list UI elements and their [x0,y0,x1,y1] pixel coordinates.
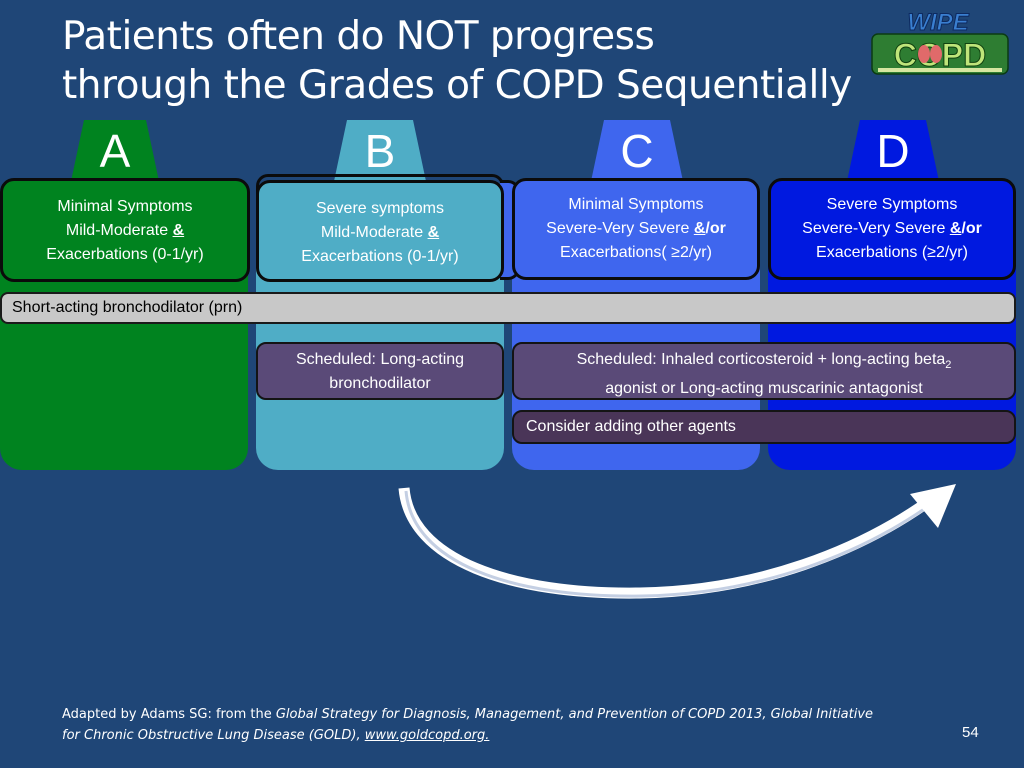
citation: Adapted by Adams SG: from the Global Str… [62,704,873,746]
scheduled-b-line-1: Scheduled: Long-acting [295,351,465,368]
page-number: 54 [962,724,979,741]
grade-c-letter: C [620,125,654,177]
grade-b-description: Severe symptoms Mild-Moderate & Exacerba… [256,180,504,282]
grade-c-exacerbations: Exacerbations( ≥2/yr) [560,244,712,261]
grade-d-tab: D [846,120,940,186]
scheduled-long-acting-box: Scheduled: Long-acting bronchodilator [256,342,504,400]
consider-other-agents-box: Consider adding other agents [512,410,1016,444]
short-acting-bronchodilator-band: Short-acting bronchodilator (prn) [0,292,1016,324]
grade-c-symptoms: Minimal Symptoms [568,196,704,213]
grade-c-conjunction-and: & [693,220,706,237]
scheduled-b-line-2: bronchodilator [329,375,431,392]
citation-organization: for Chronic Obstructive Lung Disease (GO… [62,728,365,743]
grade-a-description: Minimal Symptoms Mild-Moderate & Exacerb… [0,178,250,282]
grade-b-symptoms: Severe symptoms [315,200,445,217]
slide-title: Patients often do NOT progress through t… [62,12,852,110]
grade-d-symptoms: Severe Symptoms [826,196,958,213]
grade-a-symptoms: Minimal Symptoms [57,198,193,215]
grade-b-severity: Mild-Moderate [320,224,424,241]
grade-c-conjunction-or: /or [705,220,726,237]
title-line-2: through the Grades of COPD Sequentially [62,63,852,108]
grade-b-conjunction: & [427,224,440,241]
grade-a-exacerbations: Exacerbations (0-1/yr) [46,246,204,263]
beta-subscript: 2 [945,359,952,372]
grade-c-description: Minimal Symptoms Severe-Very Severe &/or… [512,178,760,280]
grade-d-severity: Severe-Very Severe [802,220,946,237]
grade-d-letter: D [876,125,910,177]
citation-title: Global Strategy for Diagnosis, Managemen… [275,707,874,722]
progression-arrow-icon [398,484,956,599]
grade-c-tab: C [590,120,684,186]
wipe-copd-logo: WIPE COPD [868,8,1012,78]
grade-d-description: Severe Symptoms Severe-Very Severe &/or … [768,178,1016,280]
grade-a-letter: A [99,125,131,177]
scheduled-ics-laba-box: Scheduled: Inhaled corticosteroid + long… [512,342,1016,400]
scheduled-cd-line-1: Scheduled: Inhaled corticosteroid + long… [576,351,946,368]
lungs-logo-icon [918,45,942,63]
grade-d-exacerbations: Exacerbations (≥2/yr) [816,244,968,261]
scheduled-cd-line-2: agonist or Long-acting muscarinic antago… [605,380,923,398]
grade-a-conjunction: & [172,222,185,239]
gold-link[interactable]: www.goldcopd.org. [364,728,490,743]
grade-b-tab: B [333,120,427,186]
grade-a-tab: A [70,120,160,186]
title-line-1: Patients often do NOT progress [62,14,655,59]
grade-a-severity: Mild-Moderate [65,222,169,239]
grade-d-conjunction-or: /or [961,220,982,237]
citation-prefix: Adapted by Adams SG: from the [62,707,276,722]
grade-b-exacerbations: Exacerbations (0-1/yr) [301,248,459,265]
grade-b-letter: B [364,125,396,177]
grade-d-conjunction-and: & [949,220,962,237]
logo-wipe-text: WIPE [907,9,969,36]
grade-c-severity: Severe-Very Severe [546,220,690,237]
